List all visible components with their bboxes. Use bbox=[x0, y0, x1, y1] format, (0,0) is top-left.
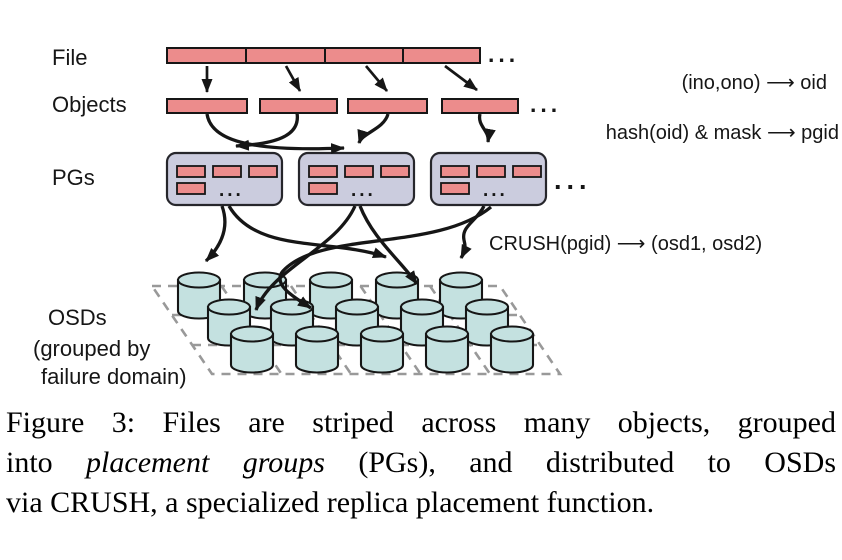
file-ellipsis: ... bbox=[488, 41, 519, 67]
file-stripe-bar bbox=[166, 47, 481, 64]
osd-cylinder-top bbox=[294, 325, 340, 343]
osd-cylinder-top bbox=[308, 271, 354, 289]
mapping-ino-ono-to-oid: (ino,ono) ⟶ oid bbox=[682, 72, 827, 94]
caption-line-1: Figure 3: Files are striped across many … bbox=[6, 406, 836, 439]
file-label: File bbox=[52, 45, 87, 70]
pg-ellipsis: ... bbox=[351, 180, 376, 201]
object-bars bbox=[166, 98, 519, 114]
caption-line-2-italic: placement groups bbox=[86, 446, 325, 479]
pg-object-stripe bbox=[308, 182, 338, 195]
pg-object-stripe bbox=[248, 165, 278, 178]
object-bar bbox=[441, 98, 519, 114]
pgs-label: PGs bbox=[52, 165, 95, 190]
object-to-pg-arrows bbox=[205, 112, 496, 155]
diagram-canvas: ......... bbox=[33, 41, 839, 389]
osd-cylinder-body bbox=[294, 332, 340, 374]
pg-object-stripe bbox=[440, 182, 470, 195]
osd-cylinder-top bbox=[229, 325, 275, 343]
osd-cylinder-top bbox=[399, 298, 445, 316]
pg-ellipsis: ... bbox=[483, 180, 508, 201]
pg-object-stripe bbox=[212, 165, 242, 178]
pg-object-stripe bbox=[440, 165, 470, 178]
objects-ellipsis: ... bbox=[530, 91, 561, 117]
pg-object-stripe bbox=[308, 165, 338, 178]
objects-label: Objects bbox=[52, 92, 127, 117]
pg-boxes: ......... bbox=[165, 151, 548, 207]
osds-label-line1: OSDs bbox=[48, 305, 107, 330]
osd-cylinder-top bbox=[206, 298, 252, 316]
caption-line-2-pre: into bbox=[6, 446, 87, 479]
osds-label-line2: (grouped by bbox=[33, 336, 150, 361]
osd-cylinder-top bbox=[489, 325, 535, 343]
pg-ellipsis: ... bbox=[219, 180, 244, 201]
caption-line-2-post: (PGs), and distributed to OSDs bbox=[324, 446, 836, 479]
osd-cylinder-body bbox=[489, 332, 535, 374]
osd-cylinder-top bbox=[464, 298, 510, 316]
osd-cylinder-top bbox=[334, 298, 380, 316]
mapping-crush-to-osds: CRUSH(pgid) ⟶ (osd1, osd2) bbox=[489, 233, 762, 255]
object-bar bbox=[259, 98, 338, 114]
mapping-hash-mask-to-pgid: hash(oid) & mask ⟶ pgid bbox=[606, 122, 839, 144]
pg-object-stripe bbox=[344, 165, 374, 178]
osd-cylinders bbox=[176, 271, 535, 374]
object-bar bbox=[166, 98, 248, 114]
osds-label-line3: failure domain) bbox=[41, 364, 187, 389]
pg-box: ... bbox=[429, 151, 548, 207]
pg-object-stripe bbox=[476, 165, 506, 178]
osd-cylinder-top bbox=[359, 325, 405, 343]
pg-box: ... bbox=[165, 151, 284, 207]
pg-object-stripe bbox=[176, 165, 206, 178]
osd-cylinder-top bbox=[176, 271, 222, 289]
pg-box: ... bbox=[297, 151, 416, 207]
osd-cylinder-body bbox=[229, 332, 275, 374]
pg-object-stripe bbox=[380, 165, 410, 178]
osd-cylinder-top bbox=[424, 325, 470, 343]
caption-line-2: into placement groups (PGs), and distrib… bbox=[6, 443, 836, 483]
osd-cylinder-body bbox=[359, 332, 405, 374]
caption-line-3: via CRUSH, a specialized replica placeme… bbox=[6, 486, 655, 519]
pg-to-osd-arrows bbox=[204, 205, 493, 311]
pg-object-stripe bbox=[512, 165, 542, 178]
figure-caption: Figure 3: Files are striped across many … bbox=[6, 403, 836, 523]
pg-object-stripe bbox=[176, 182, 206, 195]
object-bar bbox=[347, 98, 428, 114]
file-to-object-arrows bbox=[201, 64, 478, 93]
osd-cylinder-body bbox=[424, 332, 470, 374]
pgs-ellipsis: ... bbox=[554, 165, 592, 195]
osd-cylinder-top bbox=[438, 271, 484, 289]
